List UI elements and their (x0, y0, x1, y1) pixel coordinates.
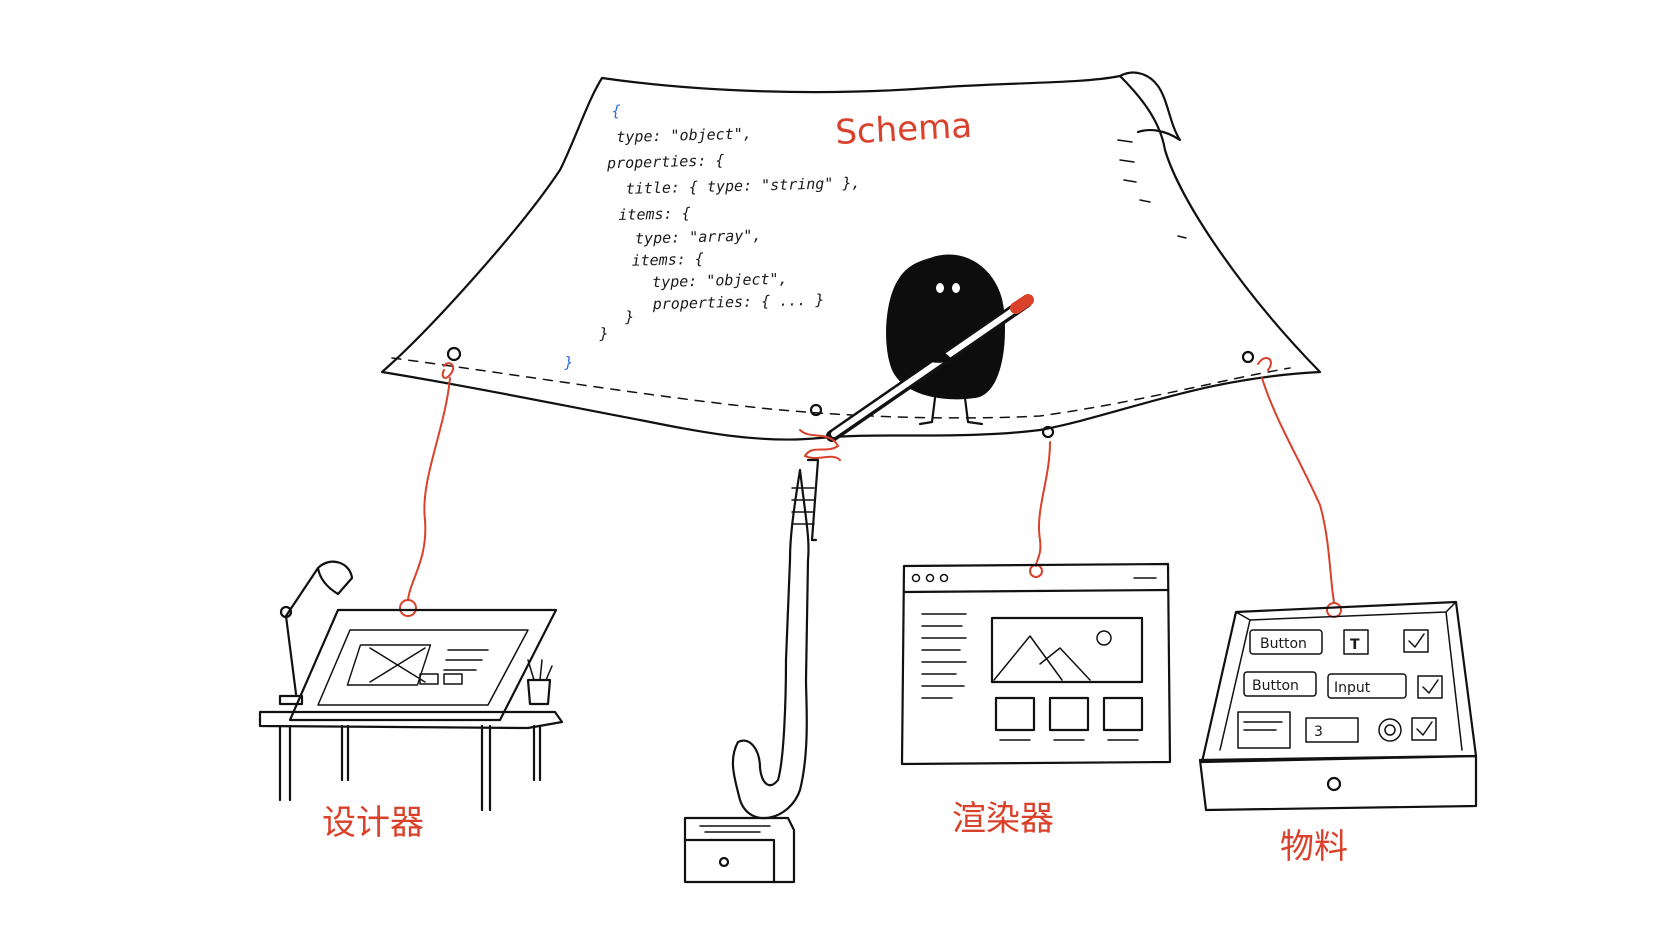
renderer-window (900, 562, 1172, 766)
code-line: items: { (618, 204, 691, 224)
schema-sheet: Schema { type: "object", properties: { t… (380, 71, 1322, 441)
material-button-2: Button (1252, 678, 1299, 694)
material-text-icon: T (1350, 637, 1360, 653)
lamp-icon (278, 560, 354, 706)
material-input: Input (1334, 680, 1371, 696)
character (826, 254, 1034, 442)
materials-label: 物料 (1280, 827, 1348, 867)
code-line: title: { type: "string" }, (625, 174, 860, 198)
code-line: } (624, 308, 634, 326)
pencil-cup-icon (526, 659, 553, 706)
code-line: type: "object", (652, 270, 788, 292)
code-line: { (611, 102, 620, 120)
code-line: type: "array", (635, 226, 762, 247)
materials-drawer: Button T Button Input 3 (1198, 600, 1478, 812)
code-line: properties: { ... } (652, 291, 825, 314)
designer-table (258, 560, 564, 812)
code-line: properties: { (606, 151, 725, 172)
renderer-label: 渲染器 (952, 799, 1054, 839)
schema-title: Schema (834, 106, 973, 153)
checkbox-icon (1416, 721, 1433, 736)
code-line: type: "object", (616, 125, 752, 147)
designer-label: 设计器 (322, 803, 424, 843)
checkbox-icon (1408, 633, 1425, 648)
code-line: } (598, 324, 608, 342)
code-line: } (563, 353, 573, 371)
strings (399, 357, 1342, 618)
material-number: 3 (1314, 724, 1323, 740)
code-line: items: { (631, 250, 704, 270)
checkbox-icon (1422, 679, 1439, 694)
material-button-1: Button (1260, 636, 1307, 652)
schema-code: { type: "object", properties: { title: {… (563, 102, 861, 372)
needle-icon (826, 294, 1034, 442)
umbrella-pole (683, 458, 820, 884)
radio-icon (1378, 718, 1402, 742)
